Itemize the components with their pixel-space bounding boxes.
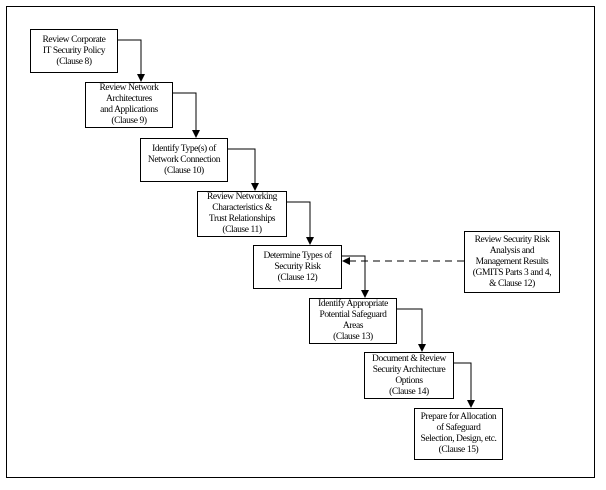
step-label-prepare-safeguard-allocation: Prepare for Allocation of Safeguard Sele… [420, 412, 497, 455]
step-label-document-architecture-options: Document & Review Security Architecture … [372, 353, 446, 397]
flow-arrow [342, 255, 369, 298]
step-box-document-architecture-options: Document & Review Security Architecture … [364, 352, 454, 399]
side-input-box-risk-analysis-results: Review Security Risk Analysis and Manage… [464, 231, 560, 293]
side-input-label-risk-analysis-results: Review Security Risk Analysis and Manage… [472, 234, 552, 289]
step-label-determine-security-risk: Determine Types of Security Risk (Clause… [263, 250, 332, 283]
step-box-determine-security-risk: Determine Types of Security Risk (Clause… [253, 245, 342, 289]
step-box-identify-safeguard-areas: Identify Appropriate Potential Safeguard… [309, 298, 397, 344]
flow-arrow [397, 308, 426, 352]
step-label-identify-safeguard-areas: Identify Appropriate Potential Safeguard… [318, 299, 388, 342]
step-box-prepare-safeguard-allocation: Prepare for Allocation of Safeguard Sele… [414, 408, 503, 460]
step-box-identify-connection-types: Identify Type(s) of Network Connection (… [140, 138, 228, 182]
flow-arrow [454, 362, 475, 408]
step-label-identify-connection-types: Identify Type(s) of Network Connection (… [147, 143, 221, 176]
step-label-review-policy: Review Corporate IT Security Policy (Cla… [42, 34, 106, 67]
step-label-review-networking-characteristics: Review Networking Characteristics & Trus… [207, 192, 277, 235]
flow-arrow [287, 201, 314, 245]
step-box-review-network-architectures: Review Network Architectures and Applica… [85, 82, 173, 128]
step-label-review-network-architectures: Review Network Architectures and Applica… [99, 83, 159, 126]
step-box-review-networking-characteristics: Review Networking Characteristics & Trus… [197, 191, 287, 237]
flow-arrow [118, 39, 145, 82]
step-box-review-policy: Review Corporate IT Security Policy (Cla… [30, 29, 118, 73]
flow-arrow [173, 92, 200, 138]
diagram-frame [6, 6, 595, 478]
flow-arrow [228, 148, 259, 191]
